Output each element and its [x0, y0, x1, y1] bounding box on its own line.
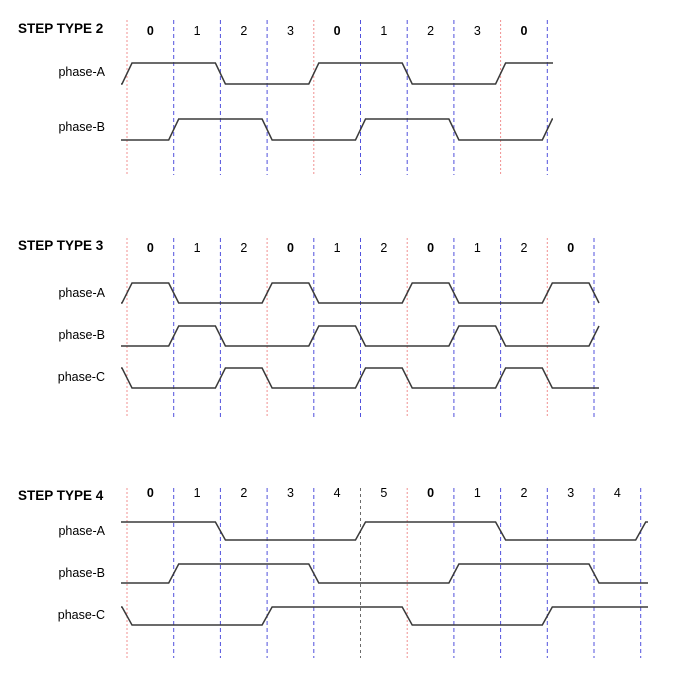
- step-label: 1: [474, 486, 481, 500]
- step-label: 0: [147, 241, 154, 255]
- section-title: STEP TYPE 2: [18, 21, 103, 36]
- phase-label-phase-C: phase-C: [58, 608, 105, 622]
- phase-label-phase-C: phase-C: [58, 370, 105, 384]
- phase-label-phase-B: phase-B: [58, 566, 105, 580]
- waveform-phase-B: [121, 325, 600, 347]
- step-label: 0: [427, 486, 434, 500]
- waveform-phase-C: [121, 367, 599, 389]
- step-label: 3: [287, 486, 294, 500]
- section-title: STEP TYPE 4: [18, 488, 104, 503]
- step-label: 0: [334, 24, 341, 38]
- step-label: 3: [287, 24, 294, 38]
- section-step-type-2: STEP TYPE 2 0 1 2 3 0 1 2 3 0 phase-A phase-B: [18, 20, 553, 175]
- section-title: STEP TYPE 3: [18, 238, 104, 253]
- step-label: 1: [474, 241, 481, 255]
- section-step-type-4: STEP TYPE 4 0 1 2 3 4 5 0 1 2 3 4 phase-A phase-B phas…: [18, 486, 648, 658]
- step-label: 2: [427, 24, 434, 38]
- phase-label-phase-A: phase-A: [58, 65, 105, 79]
- waveform-phase-A: [121, 282, 600, 304]
- phase-label-phase-B: phase-B: [58, 328, 105, 342]
- step-label: 0: [147, 24, 154, 38]
- step-label: 2: [521, 241, 528, 255]
- step-label: 2: [240, 24, 247, 38]
- waveform-phase-B: [121, 563, 648, 584]
- step-label: 0: [287, 241, 294, 255]
- phase-label-phase-B: phase-B: [58, 120, 105, 134]
- step-label: 1: [334, 241, 341, 255]
- step-label: 2: [521, 486, 528, 500]
- step-label: 1: [194, 241, 201, 255]
- step-label: 0: [521, 24, 528, 38]
- step-label: 1: [194, 486, 201, 500]
- step-label: 0: [427, 241, 434, 255]
- step-label: 0: [147, 486, 154, 500]
- step-label: 2: [240, 241, 247, 255]
- step-label: 1: [380, 24, 387, 38]
- section-step-type-3: STEP TYPE 3 0 1 2 0 1 2 0 1 2 0 phase-A phase-B phase…: [18, 238, 600, 418]
- waveform-phase-C: [121, 606, 648, 626]
- step-label: 2: [380, 241, 387, 255]
- step-label: 1: [194, 24, 201, 38]
- phase-label-phase-A: phase-A: [58, 286, 105, 300]
- step-label: 0: [567, 241, 574, 255]
- step-label: 3: [474, 24, 481, 38]
- step-label: 4: [614, 486, 621, 500]
- step-label: 5: [380, 486, 387, 500]
- waveform-phase-A: [121, 521, 648, 541]
- waveform-phase-B: [121, 118, 553, 141]
- step-label: 2: [240, 486, 247, 500]
- phase-label-phase-A: phase-A: [58, 524, 105, 538]
- step-label: 4: [334, 486, 341, 500]
- waveform-phase-A: [121, 62, 553, 85]
- step-label: 3: [567, 486, 574, 500]
